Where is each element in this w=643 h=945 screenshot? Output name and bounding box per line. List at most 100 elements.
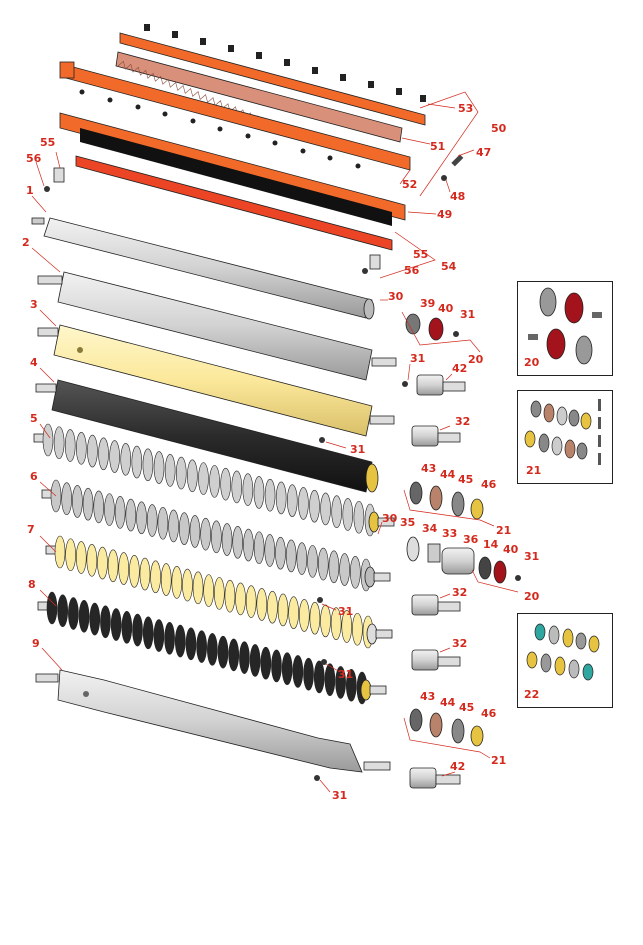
spiral-disc (342, 498, 354, 531)
spiral-disc (232, 526, 244, 559)
spiral-disc (328, 550, 340, 584)
spiral-disc (104, 493, 115, 526)
roller-5-spiral (33, 423, 395, 537)
spiral-disc (107, 549, 119, 583)
callout-53: 53 (458, 102, 473, 115)
callout-31-g: 31 (332, 789, 347, 802)
spiral-disc (228, 638, 240, 672)
bearing-assembly-mid (406, 536, 521, 584)
roller-shaft-end (375, 629, 393, 639)
roller-hub (364, 566, 376, 588)
callout-30-mid: 30 (382, 512, 398, 525)
callout-21-top: 21 (496, 524, 511, 537)
seal-group-21-top (409, 481, 484, 520)
callout-39: 39 (420, 297, 435, 310)
spiral-disc (239, 641, 250, 674)
spiral-disc (139, 557, 151, 591)
spiral-disc (277, 593, 289, 627)
spiral-disc (164, 622, 175, 655)
callout-56-left: 56 (26, 152, 42, 165)
spiral-disc (281, 652, 293, 685)
spiral-disc (53, 426, 65, 460)
spiral-disc (82, 487, 94, 521)
kit-22-parts: 22 (524, 623, 600, 701)
callout-31-c: 31 (350, 443, 365, 456)
spiral-disc (132, 613, 143, 647)
spiral-disc (175, 456, 187, 490)
spiral-disc (231, 470, 243, 504)
spiral-disc (320, 604, 331, 638)
spiral-disc (136, 501, 147, 535)
spiral-disc (224, 579, 236, 613)
spiral-disc (271, 649, 282, 683)
spiral-disc (260, 646, 272, 680)
bar-54 (75, 155, 393, 251)
spiral-disc (253, 531, 265, 565)
callout-51: 51 (430, 140, 445, 153)
callout-56-right: 56 (404, 264, 420, 277)
callout-45-bottom: 45 (459, 701, 474, 714)
callout-14: 14 (483, 538, 499, 551)
spiral-disc (286, 484, 298, 517)
spiral-disc (317, 547, 329, 581)
callout-49: 49 (437, 208, 452, 221)
spiral-disc (235, 582, 246, 616)
spiral-disc (42, 423, 54, 457)
bearing-group-20-top (405, 313, 459, 341)
callout-40-mid: 40 (503, 543, 519, 556)
spiral-disc (207, 633, 218, 666)
spiral-disc (245, 585, 257, 618)
callout-46-bottom: 46 (481, 707, 497, 720)
seal-group-21-bottom (409, 708, 484, 747)
callout-35: 35 (400, 516, 415, 529)
spiral-disc (174, 624, 186, 658)
roller-shaft-end (369, 685, 387, 695)
spiral-disc (309, 601, 321, 635)
spiral-disc (324, 663, 336, 697)
callout-44-top: 44 (440, 468, 456, 481)
comb-51 (115, 51, 403, 143)
spiral-disc (307, 545, 318, 578)
spiral-disc (346, 668, 357, 702)
spiral-disc (118, 552, 130, 585)
roller-hub (366, 623, 378, 645)
callout-32-c: 32 (452, 637, 467, 650)
spiral-disc (298, 599, 310, 632)
spiral-disc (256, 588, 268, 621)
spiral-disc (350, 555, 361, 589)
roller-hub (368, 511, 380, 533)
spiral-disc (87, 434, 98, 468)
spiral-disc (220, 467, 231, 501)
callout-55-right: 55 (413, 248, 428, 261)
spiral-disc (217, 635, 229, 669)
spiral-disc (110, 608, 122, 641)
roller-6-spiral (41, 479, 391, 592)
spiral-disc (214, 577, 225, 610)
spiral-disc (185, 627, 197, 661)
spacer-32a (411, 425, 461, 447)
roller-4 (35, 379, 379, 493)
spiral-disc (243, 528, 254, 562)
spiral-disc (157, 506, 169, 540)
spiral-disc (264, 534, 276, 567)
spiral-disc (264, 478, 276, 512)
spiral-disc (76, 431, 87, 465)
roller-7-spiral (45, 535, 393, 649)
spiral-disc (189, 515, 201, 548)
bracket-55-right (362, 254, 381, 274)
spiral-disc (335, 666, 346, 699)
callout-31-e: 31 (338, 605, 353, 618)
roller-8-spiral (37, 591, 387, 705)
spiral-disc (182, 568, 193, 602)
spiral-disc (114, 496, 126, 529)
spiral-disc (150, 560, 161, 594)
spiral-disc (57, 594, 68, 628)
spiral-disc (178, 512, 190, 545)
spiral-disc (46, 591, 58, 625)
spiral-disc (353, 500, 365, 534)
spiral-disc (292, 655, 304, 688)
callout-32-a: 32 (455, 415, 470, 428)
bar-52-end-left (59, 61, 75, 79)
spiral-disc (288, 596, 299, 629)
